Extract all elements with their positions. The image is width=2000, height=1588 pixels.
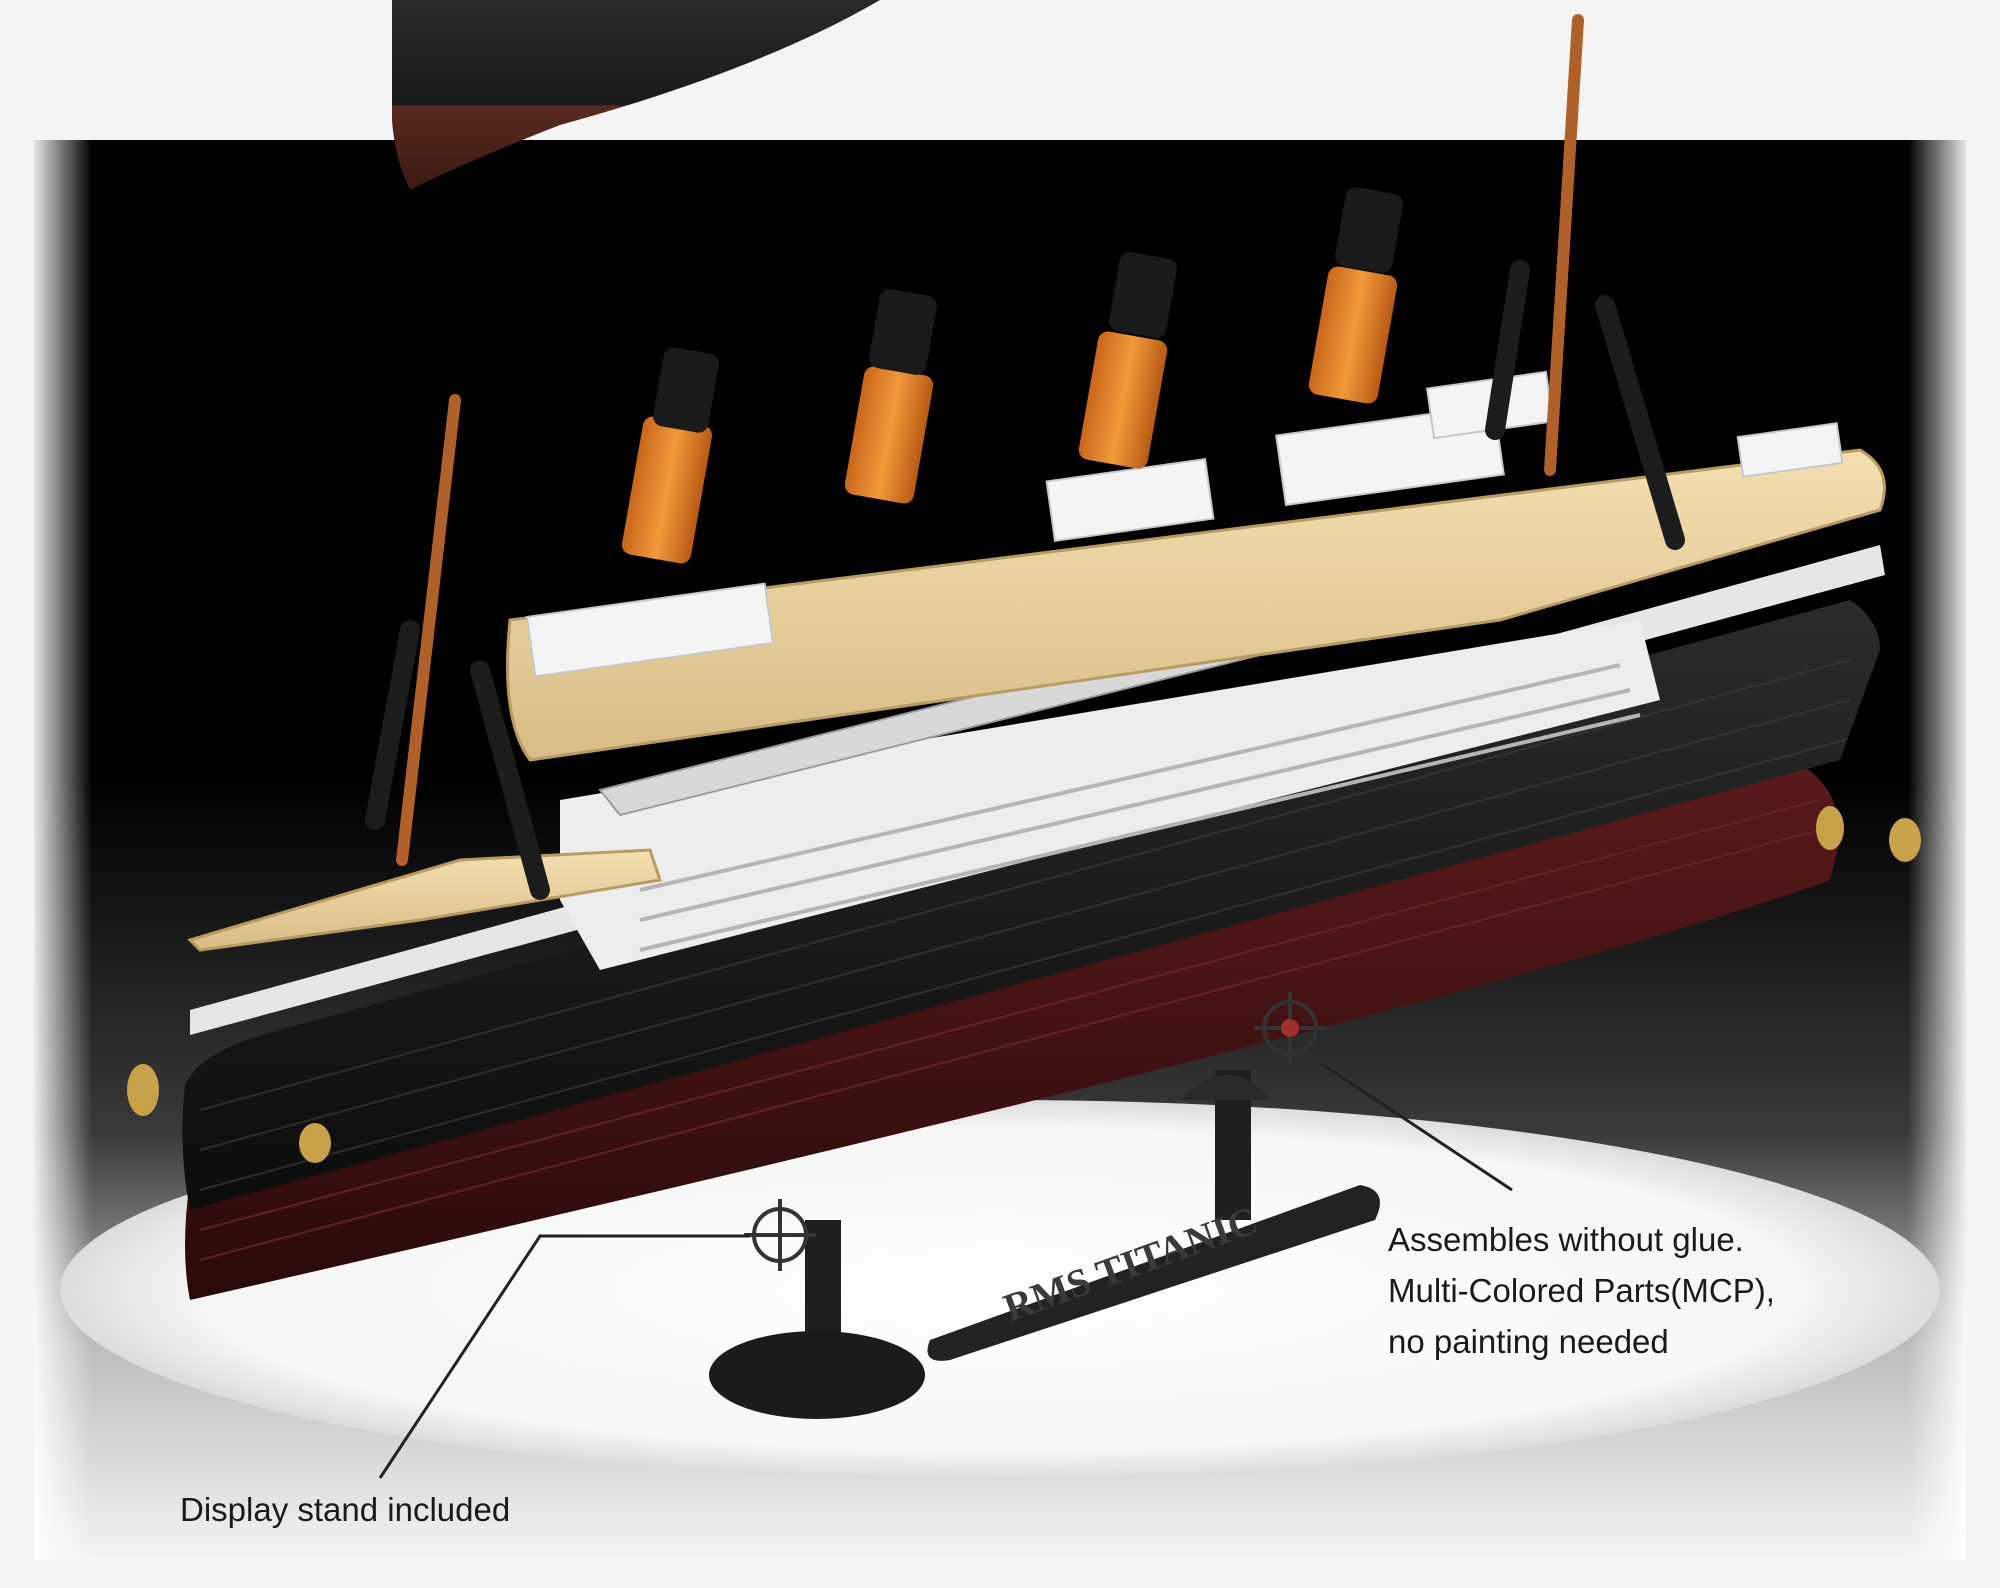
- deck-houses: [525, 370, 1844, 678]
- funnel-4: [1308, 187, 1403, 404]
- mast-forward: [396, 394, 461, 866]
- stand-forward: [709, 1220, 925, 1419]
- funnel-2: [844, 289, 937, 504]
- callout-stand-text: Display stand included: [180, 1484, 510, 1535]
- upper-deck-tan: [506, 448, 1886, 762]
- crosshair-aft-icon: [1254, 992, 1326, 1064]
- superstructure-windows: [639, 663, 1641, 952]
- top-hull-fragment: [392, 0, 880, 190]
- funnels: [621, 187, 1403, 564]
- leader-line-glue: [1321, 1062, 1513, 1192]
- callout-glue-line3: no painting needed: [1388, 1323, 1669, 1360]
- leader-line-stand: [378, 1234, 750, 1479]
- hull-lower-red: [185, 760, 1840, 1300]
- callout-glue-line1: Assembles without glue.: [1388, 1221, 1744, 1258]
- mast-aft: [1544, 14, 1584, 476]
- anchor-parts: [127, 806, 1921, 1163]
- hull-plating-lines: [199, 659, 1851, 1191]
- funnel-3: [1078, 252, 1177, 469]
- stand-aft: [1180, 1070, 1270, 1220]
- superstructure-white: [560, 620, 1660, 970]
- hull-upper-black: [182, 600, 1881, 1210]
- cargo-booms: [365, 260, 1685, 900]
- callout-glue-line2: Multi-Colored Parts(MCP),: [1388, 1272, 1775, 1309]
- callout-stand-label: Display stand included: [180, 1491, 511, 1528]
- crosshair-forward-icon: [744, 1199, 816, 1271]
- funnel-1: [621, 347, 719, 564]
- callout-glue-text: Assembles without glue. Multi-Colored Pa…: [1388, 1214, 1775, 1367]
- hull-red-lines: [199, 799, 1821, 1261]
